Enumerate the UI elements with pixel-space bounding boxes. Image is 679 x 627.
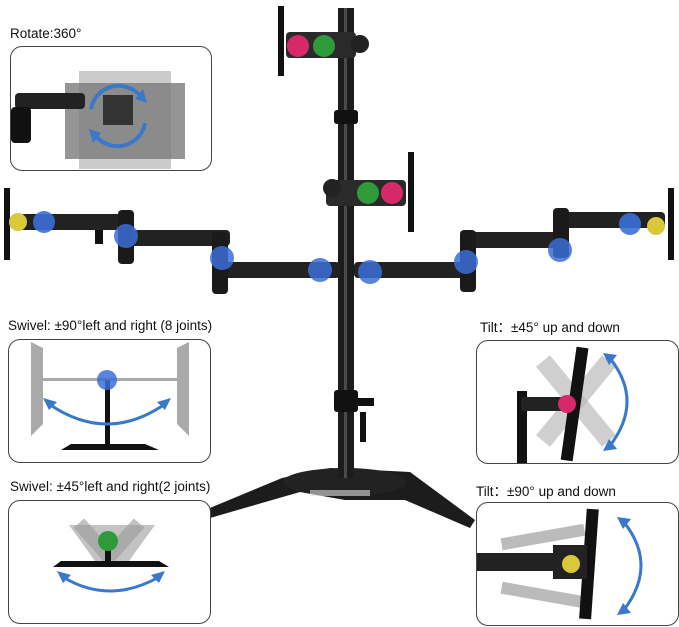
pole-clamps — [334, 110, 374, 442]
tilt-45-illustration — [517, 346, 629, 463]
caption-swivel-2-joints: Swivel: ±45°left and right(2 joints) — [10, 479, 211, 494]
swivel-8-joints-panel — [8, 339, 211, 463]
left-arm — [4, 188, 340, 294]
top-mount — [278, 6, 369, 76]
caption-rotate: Rotate:360° — [10, 26, 82, 41]
tilt-90-panel — [476, 502, 679, 626]
swivel-2-joints-panel — [8, 500, 211, 624]
swivel-2-illustration — [53, 518, 169, 593]
right-arm — [354, 188, 674, 292]
swivel-illustration — [31, 342, 189, 450]
caption-tilt-45: Tilt：±45° up and down — [480, 320, 620, 335]
caption-tilt-90: Tilt：±90° up and down — [476, 484, 616, 499]
rotate-panel — [10, 46, 212, 171]
tilt-90-illustration — [477, 508, 643, 620]
rotate-illustration — [11, 71, 185, 169]
rotate-arrows-icon — [89, 83, 147, 149]
swivel-arc-arrow-icon — [43, 398, 171, 426]
stand-base — [205, 468, 475, 528]
swivel-arc-arrow-icon — [57, 571, 165, 593]
tilt-arc-arrow-icon — [603, 353, 629, 451]
tilt-arc-arrow-icon — [617, 517, 643, 615]
middle-mount — [323, 152, 414, 232]
caption-swivel-8-joints: Swivel: ±90°left and right (8 joints) — [8, 318, 213, 333]
tilt-45-panel — [476, 340, 679, 464]
